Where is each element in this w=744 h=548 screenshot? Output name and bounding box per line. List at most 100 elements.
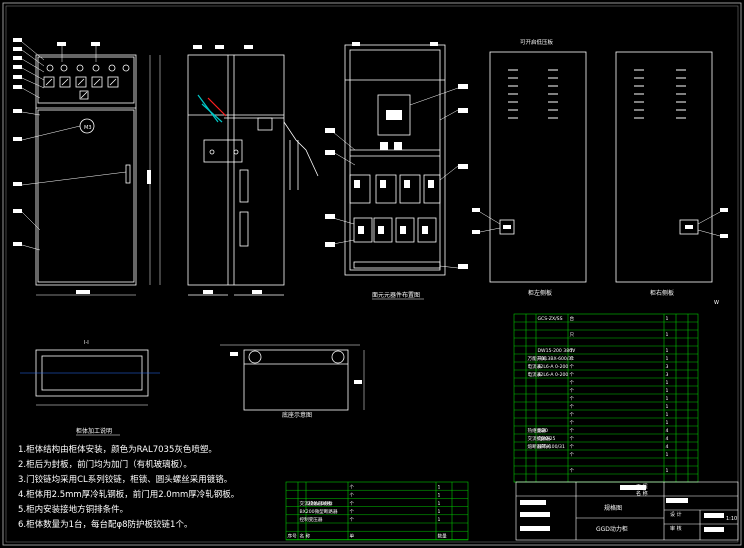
bom-cell: 4 [666, 428, 669, 434]
bom-cell: 万能开关 [528, 355, 547, 362]
bom-cell: 1 [666, 348, 669, 354]
side-view-color-parts [197, 94, 227, 123]
sub-bom-cell: 1 [438, 501, 441, 507]
sub-bom-cell: 交流接触器线圈 [300, 500, 333, 507]
bom-cell: GCS-ZX/SS [538, 316, 563, 322]
front-leaders [21, 41, 127, 251]
right-caption: 柜右侧板 [650, 289, 674, 297]
interior-leaders [332, 87, 459, 269]
interior-dark-parts [325, 42, 468, 269]
title-type-label: 规格图 [604, 504, 622, 512]
bom-cell: 42L6-A 0-200 [538, 364, 569, 370]
bom-cell: 个 [570, 428, 575, 434]
title-check-label: 审 核 [670, 525, 682, 532]
bom-cell: 1 [666, 420, 669, 426]
bom-cell: 个 [570, 404, 575, 410]
bracket-detail [220, 344, 365, 411]
bom-cell: 个 [570, 348, 575, 354]
title-design-label: 设 计 [670, 511, 682, 518]
bom-cell: JR20 [537, 428, 548, 434]
sub-bom-cell: 名 称 [300, 533, 311, 540]
sub-bom-cell: 数量 [438, 533, 448, 540]
bom-cell: 1 [666, 412, 669, 418]
bom-cell: 1 [666, 452, 669, 458]
note-3: 3.门铰链均采用CL系列铰链，柜锁、圆头螺丝采用镀铬。 [18, 475, 233, 485]
bom-cell: CJ20-25 [538, 436, 556, 442]
sub-bom-cell: BX200微型断路器 [300, 508, 338, 515]
interior-view [332, 44, 459, 276]
right-panel-view [615, 51, 721, 283]
note-1: 1.柜体结构由柜体安装，颜色为RAL7035灰色喷塑。 [18, 445, 217, 455]
bracket-caption: 底座示意图 [282, 411, 312, 419]
sub-bom-cell: 个 [350, 493, 355, 499]
base-title: 柜体加工说明 [76, 427, 112, 435]
bom-cell: 个 [570, 380, 575, 386]
note-5: 5.柜内安装接地方铜排条件。 [18, 505, 129, 515]
front-balloon-marks [13, 38, 151, 294]
side-view [187, 54, 319, 296]
left-panel-marks [472, 208, 511, 234]
sub-bom-cell: 个 [350, 517, 355, 523]
bom-cell: 熔断器开关 [528, 443, 551, 450]
left-caption: 柜左侧板 [528, 289, 552, 297]
front-view [21, 41, 161, 296]
top-panel-label: 可开启低压板 [520, 38, 554, 46]
bom-cell: 3 [666, 372, 669, 378]
sub-bom-cell: 个 [350, 484, 355, 490]
title-scale: 1:10 [726, 516, 737, 522]
front-dimensions [36, 55, 161, 296]
left-panel-view [479, 51, 587, 283]
sub-bom-grid [285, 481, 469, 541]
bom-cell: 个 [570, 468, 575, 474]
bom-cell: 电流表 [528, 363, 542, 370]
bom-cell: 1 [666, 404, 669, 410]
front-small-label: M3 [84, 125, 92, 131]
sub-bom-cell: 1 [438, 509, 441, 515]
sub-bom-cell: 个 [350, 509, 355, 515]
title-block [515, 481, 739, 541]
bom-cell: DW15-200 380V [538, 348, 577, 354]
base-detail [20, 349, 160, 406]
door-handle [125, 164, 131, 184]
bom-cell: 个 [570, 372, 575, 378]
title-project-label: 工 程 [636, 483, 648, 490]
sub-bom-cell: 单 [350, 533, 355, 540]
interior-caption: 面元元器件布置图 [372, 291, 420, 299]
bom-cell: 个 [570, 444, 575, 450]
left-panel-plate [499, 219, 515, 235]
side-balloon-marks [193, 45, 262, 294]
bom-cell: 热继电器 [528, 427, 547, 434]
note-4: 4.柜体用2.5mm厚冷轧钢板，前门用2.0mm厚冷轧钢板。 [18, 490, 240, 500]
sub-bom-cell: 控制变压器 [300, 516, 323, 523]
main-breaker [377, 94, 411, 136]
bom-table-grid [513, 313, 699, 483]
sheet-inner-frame [5, 5, 739, 543]
bom-cell: 个 [570, 364, 575, 370]
sub-bom-cell: 个 [350, 501, 355, 507]
switch-box [79, 90, 89, 100]
base-label: I-I [84, 340, 89, 346]
bom-cell: 1 [666, 332, 669, 338]
note-6: 6.柜体数量为1台，每台配φ8防护板铰链1个。 [18, 520, 193, 530]
indicator-lights [46, 64, 130, 72]
bom-cell: HR5-100/31 [538, 444, 565, 450]
bom-cell: 1 [666, 316, 669, 322]
bom-cell: 4 [666, 436, 669, 442]
bom-cell: 个 [570, 436, 575, 442]
bom-cell: 4 [666, 444, 669, 450]
bom-cell: 个 [570, 396, 575, 402]
bom-cell: 42L6-A 0-200 [538, 372, 569, 378]
bom-cell: 个 [570, 452, 575, 458]
sub-bom-cell: 1 [438, 484, 441, 490]
bom-cell: 1 [666, 396, 669, 402]
sub-bom-cell: 220V 50Hz [308, 501, 334, 507]
bom-cell: 3 [666, 364, 669, 370]
right-side-label: W [714, 300, 719, 306]
bom-cell: 个 [570, 356, 575, 362]
bom-cell: 1 [666, 388, 669, 394]
title-block-marks [520, 485, 724, 532]
